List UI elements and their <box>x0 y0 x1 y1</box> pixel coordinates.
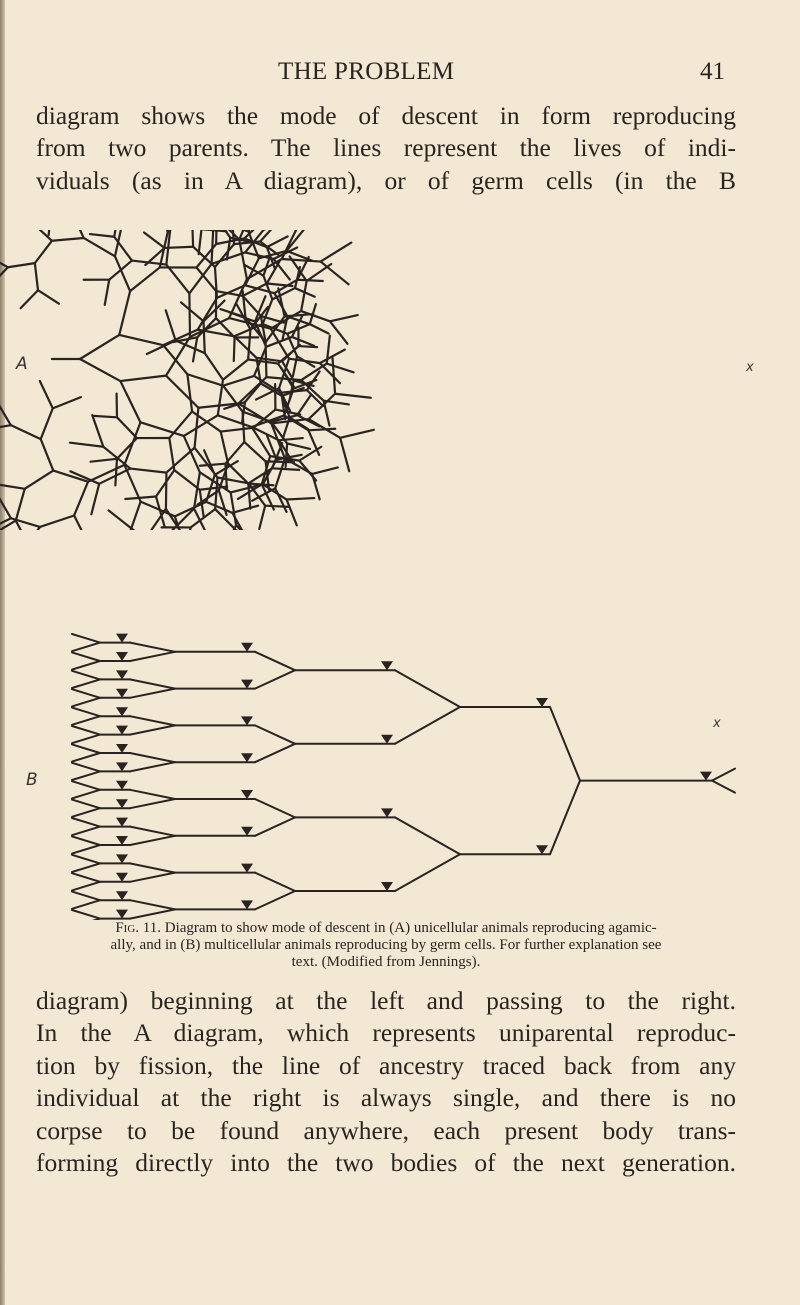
caption-text: Diagram to show mode of descent in (A) u… <box>164 920 657 936</box>
text-line: diagram shows the mode of descent in for… <box>36 101 736 130</box>
text-line: viduals (as in A diagram), or of germ ce… <box>36 165 736 195</box>
text-line: In the A diagram, which represents unipa… <box>36 1018 736 1048</box>
caption-line-2: ally, and in (B) multicellular animals r… <box>110 937 662 953</box>
page-binding-edge <box>0 0 5 1305</box>
text-line: corpse to be found anywhere, each presen… <box>36 1115 736 1145</box>
figure-a-label: A <box>16 354 28 374</box>
paragraph-bottom: diagram) beginning at the left and passi… <box>36 985 736 1179</box>
germ-cell-tree-icon <box>71 633 736 920</box>
paragraph-top: diagram shows the mode of descent in for… <box>36 100 736 197</box>
text-line: tion by fission, the line of ancestry tr… <box>36 1050 736 1080</box>
figure-caption: Fig. 11. Diagram to show mode of descent… <box>36 920 736 971</box>
text-line: diagram) beginning at the left and passi… <box>36 986 736 1015</box>
figure-a-diagram: A x <box>0 230 800 530</box>
figure-b-marker-x: x <box>713 716 721 731</box>
figure-b-label: B <box>26 770 38 790</box>
figure-a-marker-x: x <box>746 360 754 375</box>
text-line: forming directly into the two bodies of … <box>36 1148 736 1178</box>
page-number: 41 <box>700 58 725 85</box>
fission-tree-icon <box>0 230 375 530</box>
caption-line-1: Fig. 11. Diagram to show mode of descent… <box>36 920 736 937</box>
running-title: THE PROBLEM <box>278 58 455 85</box>
text-line: individual at the right is always single… <box>36 1083 736 1113</box>
caption-line-3: text. (Modified from Jennings). <box>291 954 481 970</box>
figure-number: Fig. 11. <box>115 920 161 936</box>
running-head: THE PROBLEM 41 <box>0 58 800 88</box>
figure-b-diagram: B x <box>0 610 800 920</box>
text-line: from two parents. The lines represent th… <box>36 133 736 163</box>
